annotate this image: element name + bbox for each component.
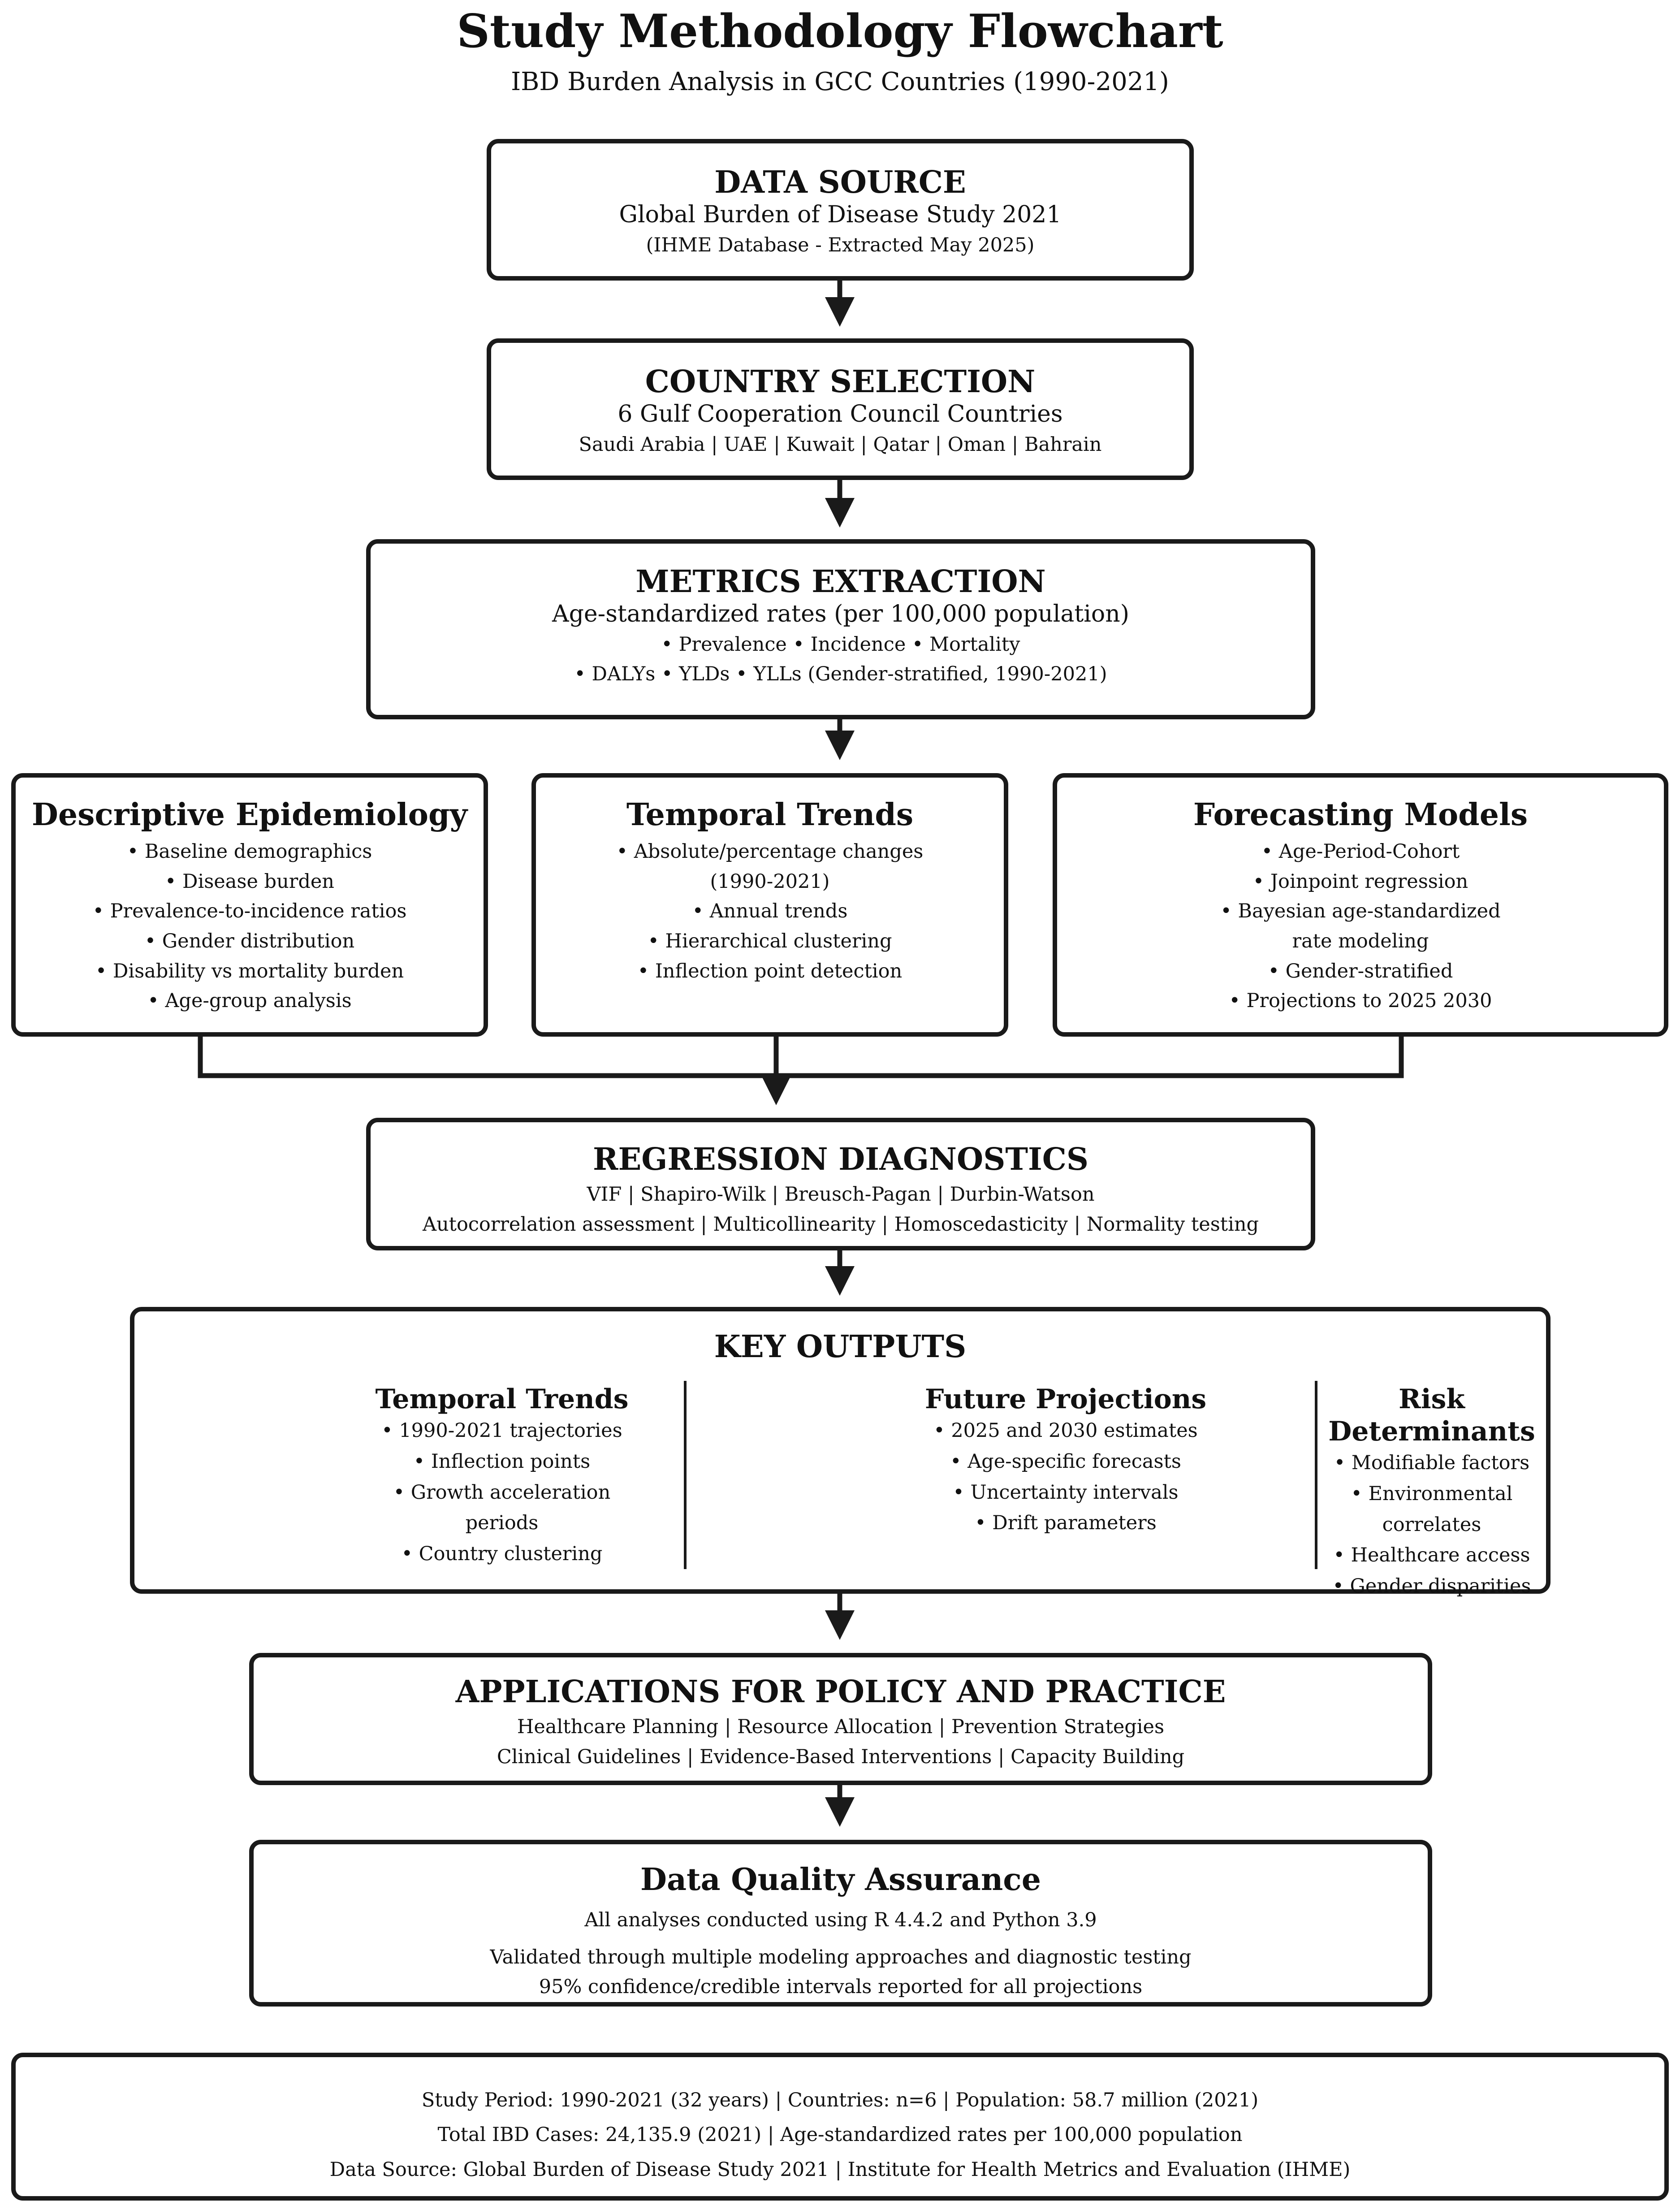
- metrics-extraction-line3: • DALYs • YLDs • YLLs (Gender-stratified…: [574, 663, 1107, 686]
- forecasting-models-box: Forecasting Models • Age-Period-Cohort •…: [1053, 773, 1668, 1037]
- list-item: correlates: [1382, 1513, 1481, 1536]
- descriptive-heading: Descriptive Epidemiology: [31, 797, 468, 833]
- list-item: • Disease burden: [164, 870, 335, 893]
- list-item: • Gender distribution: [144, 930, 355, 953]
- list-item: • Drift parameters: [975, 1512, 1157, 1535]
- column-heading: Future Projections: [924, 1384, 1207, 1415]
- list-item: • Joinpoint regression: [1252, 870, 1468, 893]
- output-column-projections: Future Projections • 2025 and 2030 estim…: [687, 1383, 1445, 1539]
- list-item: • Baseline demographics: [127, 840, 372, 863]
- applications-heading: APPLICATIONS FOR POLICY AND PRACTICE: [455, 1674, 1226, 1710]
- quality-heading: Data Quality Assurance: [640, 1862, 1041, 1898]
- list-item: • Hierarchical clustering: [648, 930, 892, 953]
- descriptive-epidemiology-box: Descriptive Epidemiology • Baseline demo…: [11, 773, 488, 1037]
- quality-line2: Validated through multiple modeling appr…: [490, 1946, 1192, 1968]
- list-item: • Inflection point detection: [637, 960, 903, 982]
- quality-line3: 95% confidence/credible intervals report…: [539, 1976, 1143, 1998]
- country-selection-line2: Saudi Arabia | UAE | Kuwait | Qatar | Om…: [579, 433, 1102, 456]
- list-item: periods: [465, 1512, 539, 1535]
- list-item: • Disability vs mortality burden: [95, 960, 404, 982]
- country-selection-box: COUNTRY SELECTION 6 Gulf Cooperation Cou…: [487, 338, 1194, 480]
- list-item: • Age-Period-Cohort: [1261, 840, 1460, 863]
- list-item: • Prevalence-to-incidence ratios: [92, 900, 407, 923]
- list-item: • Age-specific forecasts: [950, 1450, 1181, 1473]
- regression-heading: REGRESSION DIAGNOSTICS: [592, 1142, 1089, 1177]
- list-item: • Country clustering: [401, 1543, 603, 1566]
- list-item: • Absolute/percentage changes: [616, 840, 924, 863]
- temporal-heading: Temporal Trends: [626, 797, 914, 833]
- country-selection-heading: COUNTRY SELECTION: [645, 364, 1036, 400]
- list-item: • Inflection points: [413, 1450, 591, 1473]
- data-source-line2: (IHME Database - Extracted May 2025): [646, 234, 1035, 256]
- output-column-risk: Risk Determinants • Modifiable factors •…: [1317, 1383, 1546, 1602]
- list-item: • Gender disparities: [1332, 1575, 1531, 1598]
- list-item: • Bayesian age-standardized: [1220, 900, 1501, 923]
- list-item: • Projections to 2025 2030: [1229, 990, 1492, 1012]
- list-item: • Uncertainty intervals: [953, 1481, 1179, 1504]
- list-item: (1990-2021): [710, 870, 830, 893]
- list-item: • Age-group analysis: [147, 990, 352, 1012]
- column-divider: [684, 1381, 687, 1569]
- column-heading: Temporal Trends: [375, 1384, 629, 1415]
- applications-box: APPLICATIONS FOR POLICY AND PRACTICE Hea…: [249, 1653, 1432, 1785]
- page-title: Study Methodology Flowchart: [457, 4, 1223, 58]
- merge-line: [198, 1031, 1404, 1078]
- list-item: • Environmental: [1351, 1482, 1513, 1505]
- footer-line3: Data Source: Global Burden of Disease St…: [329, 2158, 1351, 2181]
- metrics-extraction-line1: Age-standardized rates (per 100,000 popu…: [552, 601, 1129, 628]
- regression-diagnostics-box: REGRESSION DIAGNOSTICS VIF | Shapiro-Wil…: [366, 1118, 1315, 1250]
- list-item: • Growth acceleration: [393, 1481, 611, 1504]
- study-summary-footer: Study Period: 1990-2021 (32 years) | Cou…: [11, 2053, 1669, 2201]
- metrics-extraction-line2: • Prevalence • Incidence • Mortality: [661, 633, 1020, 656]
- footer-line1: Study Period: 1990-2021 (32 years) | Cou…: [421, 2089, 1259, 2111]
- applications-line2: Clinical Guidelines | Evidence-Based Int…: [497, 1745, 1185, 1768]
- country-selection-line1: 6 Gulf Cooperation Council Countries: [618, 401, 1063, 428]
- regression-line2: Autocorrelation assessment | Multicollin…: [422, 1213, 1259, 1236]
- regression-line1: VIF | Shapiro-Wilk | Breusch-Pagan | Dur…: [587, 1183, 1095, 1206]
- quality-line1: All analyses conducted using R 4.4.2 and…: [584, 1909, 1097, 1932]
- column-divider: [1315, 1381, 1317, 1569]
- metrics-extraction-box: METRICS EXTRACTION Age-standardized rate…: [366, 539, 1315, 719]
- key-outputs-heading: KEY OUTPUTS: [714, 1329, 967, 1365]
- key-outputs-box: KEY OUTPUTS Temporal Trends • 1990-2021 …: [130, 1307, 1550, 1597]
- list-item: • 1990-2021 trajectories: [381, 1419, 622, 1442]
- temporal-trends-box: Temporal Trends • Absolute/percentage ch…: [531, 773, 1008, 1037]
- data-source-box: DATA SOURCE Global Burden of Disease Stu…: [487, 139, 1194, 281]
- data-source-line1: Global Burden of Disease Study 2021: [619, 201, 1062, 229]
- list-item: • Gender-stratified: [1268, 960, 1453, 982]
- list-item: • Annual trends: [692, 900, 848, 923]
- list-item: • Modifiable factors: [1334, 1452, 1530, 1474]
- output-column-temporal: Temporal Trends • 1990-2021 trajectories…: [202, 1383, 802, 1570]
- column-heading: Risk Determinants: [1328, 1384, 1535, 1447]
- footer-line2: Total IBD Cases: 24,135.9 (2021) | Age-s…: [437, 2124, 1243, 2146]
- metrics-extraction-heading: METRICS EXTRACTION: [635, 564, 1046, 600]
- list-item: • Healthcare access: [1333, 1544, 1530, 1567]
- applications-line1: Healthcare Planning | Resource Allocatio…: [517, 1716, 1165, 1739]
- data-quality-box: Data Quality Assurance All analyses cond…: [249, 1840, 1432, 2007]
- forecasting-heading: Forecasting Models: [1193, 797, 1528, 833]
- page-subtitle: IBD Burden Analysis in GCC Countries (19…: [511, 67, 1169, 96]
- list-item: rate modeling: [1292, 930, 1429, 953]
- data-source-heading: DATA SOURCE: [714, 164, 966, 200]
- list-item: • 2025 and 2030 estimates: [933, 1419, 1198, 1442]
